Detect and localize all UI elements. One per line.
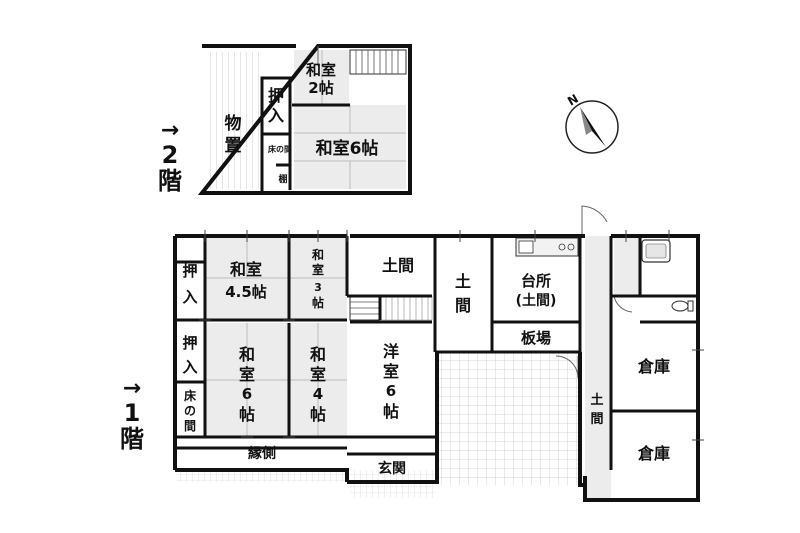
floor-arrow-2f: → xyxy=(160,118,180,143)
column-ticks xyxy=(199,230,704,441)
tokonoma-label-2f: 床の間 xyxy=(268,144,292,154)
washitsu6-label-3: 6 xyxy=(242,385,252,403)
toilet-fixture xyxy=(671,300,694,312)
floor-kanji-1f: 階 xyxy=(120,425,144,453)
doma-small-label: 土間 xyxy=(382,256,414,275)
storehouse-top-label: 倉庫 xyxy=(637,357,670,376)
shelf-label-2f: 棚 xyxy=(278,173,287,185)
youshitsu6-label-2: 室 xyxy=(383,362,399,381)
doma-right-label-1: 土 xyxy=(590,392,603,408)
second-floor: 物 置 押 入 和室 2帖 和室6帖 床の間 棚 xyxy=(197,44,412,195)
washitsu6-label-4: 帖 xyxy=(239,405,255,424)
washitsu6-label-2f: 和室6帖 xyxy=(316,138,379,159)
tokonoma-label-3: 間 xyxy=(184,419,196,433)
doma-center-label-2: 間 xyxy=(455,296,471,315)
washitsu6-label-1: 和 xyxy=(239,345,255,364)
tatami-lines-1f xyxy=(205,236,347,437)
closet-top-label-2: 入 xyxy=(182,288,197,306)
toilet-icon xyxy=(671,300,689,312)
youshitsu6-label-1: 洋 xyxy=(383,342,399,361)
itaba-label: 板場 xyxy=(521,329,551,347)
washitsu4-label-3: 4 xyxy=(313,385,323,403)
closet-top-label-1: 押 xyxy=(182,262,197,280)
youshitsu6-label-3: 6 xyxy=(386,382,396,400)
storage-floor-2f xyxy=(206,52,262,189)
stove-burner-icon xyxy=(567,243,575,251)
stove-burner-icon xyxy=(558,243,566,251)
floor-number-1f: 1 xyxy=(123,399,141,427)
washitsu4-label-4: 帖 xyxy=(310,405,326,424)
closet-label-1-2f: 押 xyxy=(268,86,284,105)
tatami-lines-2f xyxy=(294,50,406,189)
washitsu3-label-3: 3 xyxy=(314,281,322,294)
utility-fill xyxy=(614,236,642,296)
closet-mid-label-1: 押 xyxy=(182,334,197,352)
storage-label-2: 置 xyxy=(225,136,242,156)
washitsu6-label-2: 室 xyxy=(239,365,255,384)
floor-arrow-1f: → xyxy=(122,376,142,401)
compass: N xyxy=(565,91,619,154)
tokonoma-label-1: 床 xyxy=(184,388,197,403)
washitsu4-label-1: 和 xyxy=(310,345,326,364)
storage-label-1: 物 xyxy=(225,113,242,134)
closet-label-2-2f: 入 xyxy=(268,106,284,125)
floor-indicator-2f: → 2 階 xyxy=(150,118,190,195)
engawa-label: 縁側 xyxy=(248,445,276,462)
doma-right-label-2: 間 xyxy=(590,412,603,427)
engawa-deck xyxy=(175,470,435,482)
washitsu3-label-1: 和 xyxy=(311,247,324,262)
youshitsu6-label-4: 帖 xyxy=(383,402,399,421)
washitsu4-label-2: 室 xyxy=(310,365,326,384)
floor-kanji-2f: 階 xyxy=(158,167,182,195)
inner-walls-2f xyxy=(260,76,350,193)
genkan-label: 玄関 xyxy=(378,460,406,477)
compass-needle-icon xyxy=(580,107,606,147)
stairs-1f xyxy=(349,295,433,321)
storehouse-bottom-label: 倉庫 xyxy=(637,444,670,463)
tokonoma-label-2: の xyxy=(184,404,196,418)
washitsu2-label-1: 和室 xyxy=(306,61,336,79)
sink-icon xyxy=(518,240,534,254)
outer-wall-2f xyxy=(197,44,412,195)
washitsu2-label-2: 2帖 xyxy=(308,79,333,97)
first-floor: 押 入 押 入 床 の 間 和室 4.5帖 和 室 3 帖 和 室 6 帖 和 … xyxy=(173,205,704,502)
doma-center-label-1: 土 xyxy=(455,272,471,291)
kitchen-label-2: (土間) xyxy=(516,292,557,309)
bath-fixture xyxy=(641,239,671,263)
stairs-2f xyxy=(349,49,407,75)
washitsu3-label-2: 室 xyxy=(312,262,324,277)
washitsu3-label-4: 帖 xyxy=(312,295,324,310)
closet-mid-label-2: 入 xyxy=(182,358,197,376)
washitsu45-label-1: 和室 xyxy=(230,260,262,279)
doma-yard-tile xyxy=(437,352,580,485)
washitsu45-label-2: 4.5帖 xyxy=(225,283,267,301)
floor-number-2f: 2 xyxy=(161,141,179,169)
doma-right-fill xyxy=(585,236,611,498)
floor-indicator-1f: → 1 階 xyxy=(112,376,152,453)
genkan-step xyxy=(350,480,435,498)
kitchen-label-1: 台所 xyxy=(521,272,551,290)
kitchen-fixtures xyxy=(515,237,579,257)
